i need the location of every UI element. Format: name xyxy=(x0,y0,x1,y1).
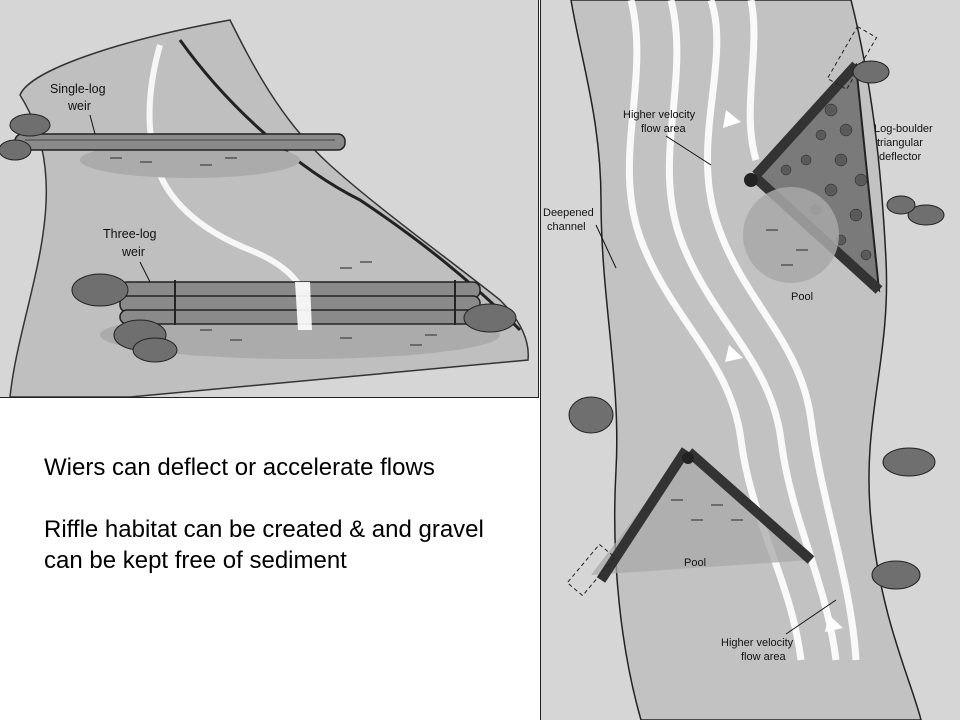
three-log-weir-label-line-2: weir xyxy=(121,245,145,259)
pool-upper xyxy=(80,142,300,178)
higher-velocity-bottom-label-line-2: flow area xyxy=(741,651,787,663)
higher-velocity-bottom-leader xyxy=(785,599,837,635)
deflector-diagram: Higher velocity flow area Log-boulder tr… xyxy=(541,0,960,721)
rock xyxy=(871,560,921,590)
deflector-log xyxy=(596,447,691,583)
flow-arrow-group xyxy=(723,110,843,632)
overflow-water xyxy=(295,282,312,330)
deflector-log xyxy=(685,448,815,564)
flow-arrow xyxy=(723,110,741,128)
single-log xyxy=(14,133,346,151)
three-log-weir-label-line-1: Three-log xyxy=(103,227,157,241)
flow-arrow xyxy=(825,615,843,632)
rock xyxy=(882,447,936,477)
rock xyxy=(9,113,51,137)
weir-diagram-panel: Single-log weir Three-log weir xyxy=(0,0,539,398)
stream-channel xyxy=(570,0,922,721)
pool-bottom xyxy=(591,450,811,575)
rock xyxy=(463,303,517,333)
flow-arrow xyxy=(725,345,743,362)
deflector-log xyxy=(752,61,860,179)
higher-velocity-top-label-line-1: Higher velocity xyxy=(623,109,696,121)
higher-velocity-top-label-line-2: flow area xyxy=(641,123,687,135)
pool-bottom-label: Pool xyxy=(684,557,706,569)
deepened-channel-leader xyxy=(595,224,617,269)
pool-top-label: Pool xyxy=(791,291,813,303)
caption-paragraph-1: Wiers can deflect or accelerate flows xyxy=(44,454,435,481)
fish-group xyxy=(671,229,808,521)
deepened-channel-label-line-1: Deepened xyxy=(543,207,594,219)
single-log-weir-label-line-1: Single-log xyxy=(50,82,106,96)
rock xyxy=(852,60,890,84)
log-boulder-label-line-1: Log-boulder xyxy=(874,123,933,135)
higher-velocity-top-leader xyxy=(665,135,712,166)
caption-paragraph-2: Riffle habitat can be created & and grav… xyxy=(44,516,484,574)
boulder-fill xyxy=(780,103,872,261)
rock xyxy=(568,396,614,434)
rock xyxy=(132,337,178,363)
caption-text-block: Wiers can deflect or accelerate flows Ri… xyxy=(44,452,504,576)
rock xyxy=(907,204,945,226)
single-log-weir-label-line-2: weir xyxy=(67,99,91,113)
log-pin xyxy=(682,452,694,464)
single-log-weir-leader xyxy=(89,114,96,135)
three-log-weir-leader xyxy=(139,261,151,283)
higher-velocity-bottom-label-line-1: Higher velocity xyxy=(721,637,794,649)
deflector-diagram-panel: Higher velocity flow area Log-boulder tr… xyxy=(540,0,960,721)
log-end-dashed xyxy=(566,543,616,597)
rock xyxy=(886,195,916,215)
weir-diagram: Single-log weir Three-log weir xyxy=(0,0,538,398)
pool-top xyxy=(743,187,839,283)
log-boulder-label-line-3: deflector xyxy=(879,151,922,163)
fish-group xyxy=(110,157,437,346)
rock xyxy=(0,139,32,161)
log-pin xyxy=(744,173,758,187)
log-boulder-label-line-2: triangular xyxy=(877,137,923,149)
rock xyxy=(71,273,129,307)
deepened-channel-label-line-2: channel xyxy=(547,221,586,233)
